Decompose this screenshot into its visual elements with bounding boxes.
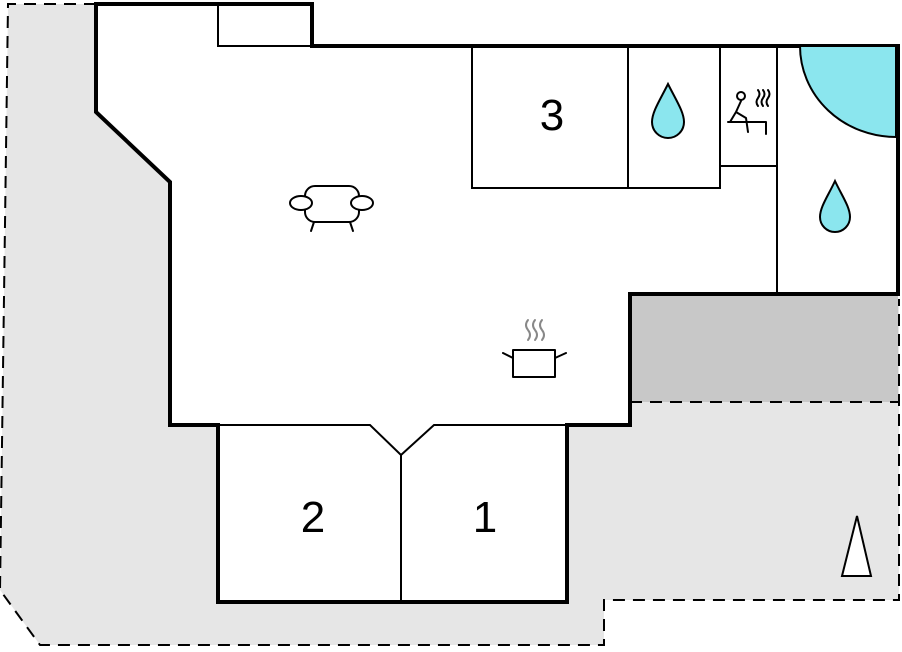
outdoor-area-west	[0, 3, 900, 646]
shower-drop-icon	[650, 81, 686, 139]
whirlpool-icon	[798, 45, 897, 139]
house-interior	[96, 4, 898, 602]
sofa-icon	[289, 185, 374, 232]
cooking-pot-icon	[502, 319, 567, 378]
room-label-2: 2	[301, 493, 325, 542]
shower-drop-icon	[818, 178, 852, 233]
sauna-icon	[727, 89, 771, 135]
room-label-3: 3	[540, 91, 564, 140]
covered-terrace	[630, 295, 898, 402]
bedroom-3-walls	[471, 46, 721, 189]
entrance-alcove	[217, 4, 312, 47]
room-label-1: 1	[473, 493, 497, 542]
north-arrow-icon	[840, 515, 873, 577]
